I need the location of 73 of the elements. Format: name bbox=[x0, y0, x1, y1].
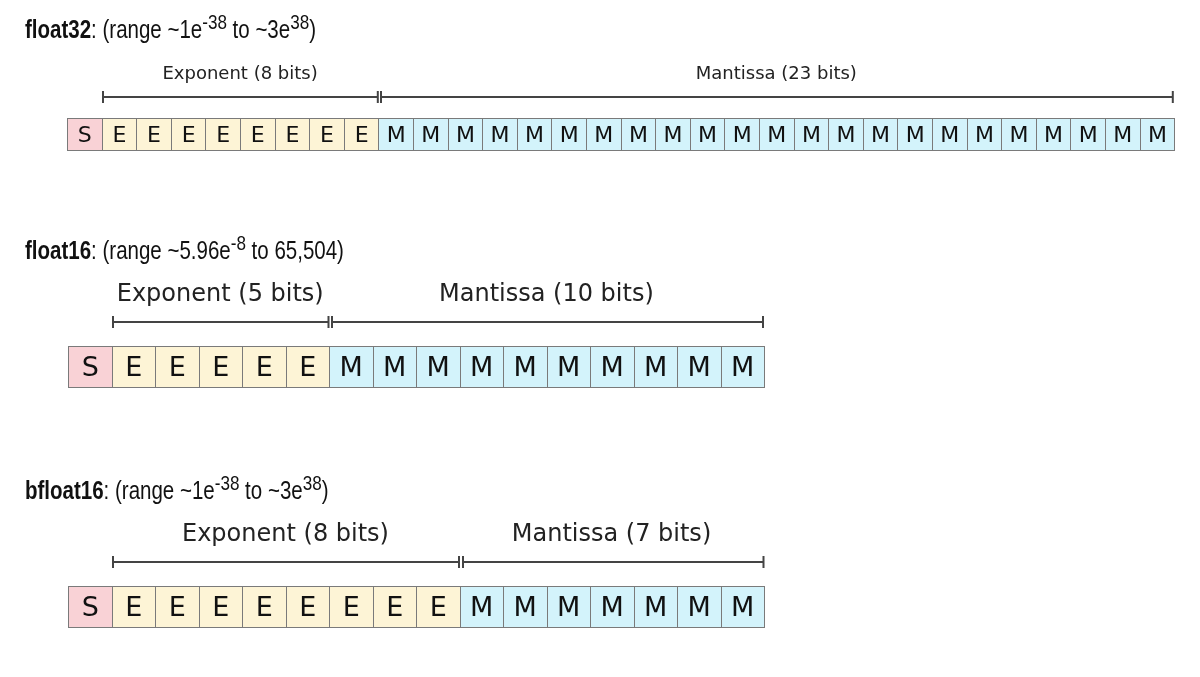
exponent-bit: E bbox=[242, 346, 287, 388]
format-heading: float32: (range ~1e$^{-38}$ to ~3e$^{38}$) bbox=[25, 10, 316, 45]
mantissa-bit: M bbox=[459, 586, 504, 628]
exponent-bit: E bbox=[155, 586, 200, 628]
mantissa-bit: M bbox=[503, 346, 548, 388]
format-heading: bfloat16: (range ~1e$^{-38}$ to ~3e$^{38}$) bbox=[25, 471, 329, 506]
exponent-bit: E bbox=[198, 586, 243, 628]
mantissa-bit: M bbox=[677, 586, 722, 628]
mantissa-bit: M bbox=[1105, 118, 1141, 151]
mantissa-bit: M bbox=[551, 118, 587, 151]
exponent-bit: E bbox=[309, 118, 345, 151]
exponent-bit: E bbox=[285, 586, 330, 628]
sign-bit: S bbox=[67, 118, 103, 151]
mantissa-bit: M bbox=[620, 118, 657, 151]
exponent-bit: E bbox=[111, 346, 156, 388]
mantissa-bit: M bbox=[378, 118, 414, 151]
exponent-bit: E bbox=[198, 346, 243, 388]
mantissa-bit: M bbox=[720, 346, 765, 388]
mantissa-bit: M bbox=[1139, 118, 1176, 151]
field-label: Exponent (8 bits) bbox=[182, 519, 389, 547]
sign-bit: S bbox=[68, 346, 113, 388]
field-label: Mantissa (10 bits) bbox=[439, 279, 654, 307]
field-label: Exponent (5 bits) bbox=[116, 279, 324, 307]
exponent-bit: E bbox=[240, 118, 276, 151]
exponent-bit: E bbox=[101, 118, 138, 151]
exponent-bit: E bbox=[329, 586, 374, 628]
mantissa-bit: M bbox=[586, 118, 622, 151]
exponent-bit: E bbox=[205, 118, 241, 151]
mantissa-bit: M bbox=[413, 118, 449, 151]
field-label: Exponent (8 bits) bbox=[162, 62, 318, 83]
exponent-bit: E bbox=[343, 118, 380, 151]
mantissa-bit: M bbox=[482, 118, 518, 151]
mantissa-bit: M bbox=[1001, 118, 1037, 151]
mantissa-bit: M bbox=[724, 118, 760, 151]
mantissa-bit: M bbox=[459, 346, 504, 388]
mantissa-bit: M bbox=[862, 118, 899, 151]
mantissa-bit: M bbox=[689, 118, 726, 151]
exponent-bit: E bbox=[242, 586, 287, 628]
mantissa-bit: M bbox=[759, 118, 795, 151]
mantissa-bit: M bbox=[897, 118, 933, 151]
mantissa-bit: M bbox=[1070, 118, 1106, 151]
mantissa-bit: M bbox=[546, 586, 591, 628]
exponent-bit: E bbox=[285, 346, 330, 388]
mantissa-bit: M bbox=[633, 346, 678, 388]
mantissa-bit: M bbox=[503, 586, 548, 628]
exponent-bit: E bbox=[416, 586, 461, 628]
format-heading: float16: (range ~5.96e$^{-8}$ to 65,504) bbox=[25, 231, 344, 266]
mantissa-bit: M bbox=[329, 346, 374, 388]
mantissa-bit: M bbox=[655, 118, 691, 151]
mantissa-bit: M bbox=[416, 346, 461, 388]
exponent-bit: E bbox=[372, 586, 417, 628]
mantissa-bit: M bbox=[720, 586, 765, 628]
mantissa-bit: M bbox=[793, 118, 830, 151]
mantissa-bit: M bbox=[546, 346, 591, 388]
exponent-bit: E bbox=[274, 118, 311, 151]
sign-bit: S bbox=[68, 586, 113, 628]
mantissa-bit: M bbox=[1035, 118, 1072, 151]
mantissa-bit: M bbox=[828, 118, 864, 151]
mantissa-bit: M bbox=[590, 346, 635, 388]
mantissa-bit: M bbox=[372, 346, 417, 388]
exponent-bit: E bbox=[155, 346, 200, 388]
field-label: Mantissa (23 bits) bbox=[695, 62, 857, 83]
exponent-bit: E bbox=[111, 586, 156, 628]
mantissa-bit: M bbox=[966, 118, 1003, 151]
mantissa-bit: M bbox=[633, 586, 678, 628]
exponent-bit: E bbox=[136, 118, 172, 151]
mantissa-bit: M bbox=[590, 586, 635, 628]
mantissa-bit: M bbox=[932, 118, 968, 151]
mantissa-bit: M bbox=[447, 118, 484, 151]
field-label: Mantissa (7 bits) bbox=[511, 519, 712, 547]
mantissa-bit: M bbox=[516, 118, 553, 151]
exponent-bit: E bbox=[170, 118, 207, 151]
mantissa-bit: M bbox=[677, 346, 722, 388]
